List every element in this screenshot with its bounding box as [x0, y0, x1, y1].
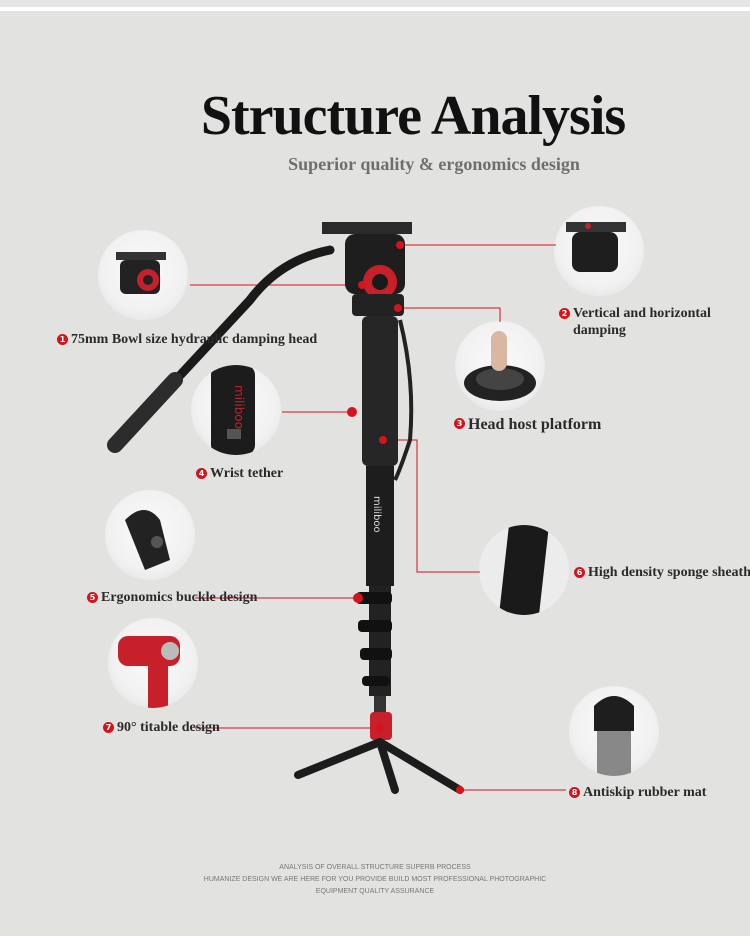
detail-photo-tilt — [108, 618, 198, 708]
footer-line-3: EQUIPMENT QUALITY ASSURANCE — [315, 888, 435, 895]
detail-photo-sponge — [479, 525, 569, 615]
feature-text: 90° titable design — [117, 720, 220, 735]
feature-text: 75mm Bowl size hydraulic damping head — [71, 332, 318, 347]
brand-label: miliboo — [371, 496, 382, 533]
feature-text: Vertical and horizontal damping — [573, 305, 711, 339]
number-badge: 4 — [196, 468, 207, 479]
feature-text-line2: damping — [573, 323, 626, 338]
number-badge: 3 — [454, 418, 465, 429]
number-badge: 6 — [574, 567, 585, 578]
detail-photo-platform — [455, 321, 545, 411]
number-badge: 2 — [559, 308, 570, 319]
detail-photo-head — [98, 230, 188, 320]
page-subtitle: Superior quality & ergonomics design — [288, 154, 580, 174]
feature-text: Antiskip rubber mat — [583, 785, 707, 800]
top-bar — [0, 0, 750, 7]
footer-line-1: ANALYSIS OF OVERALL STRUCTURE SUPERB PRO… — [279, 864, 471, 871]
feature-text: Wrist tether — [210, 466, 284, 481]
number-badge: 5 — [87, 592, 98, 603]
detail-photo-rubber-mat — [569, 686, 659, 776]
top-divider — [0, 7, 750, 11]
feature-text: Ergonomics buckle design — [101, 590, 258, 605]
number-badge: 1 — [57, 334, 68, 345]
number-badge: 7 — [103, 722, 114, 733]
footer-line-2: HUMANIZE DESIGN WE ARE HERE FOR YOU PROV… — [203, 876, 547, 883]
feature-text: High density sponge sheath — [588, 565, 750, 580]
feature-text-line1: Vertical and horizontal — [573, 306, 711, 321]
detail-photo-wrist-tether: miliboo — [191, 365, 281, 455]
svg-text:miliboo: miliboo — [232, 385, 246, 429]
page-title: Structure Analysis — [200, 85, 626, 147]
detail-photo-buckle — [105, 490, 195, 580]
connector-lines — [190, 244, 566, 791]
feature-text: Head host platform — [468, 416, 602, 433]
detail-photo-damping — [554, 206, 644, 296]
number-badge: 8 — [569, 787, 580, 798]
